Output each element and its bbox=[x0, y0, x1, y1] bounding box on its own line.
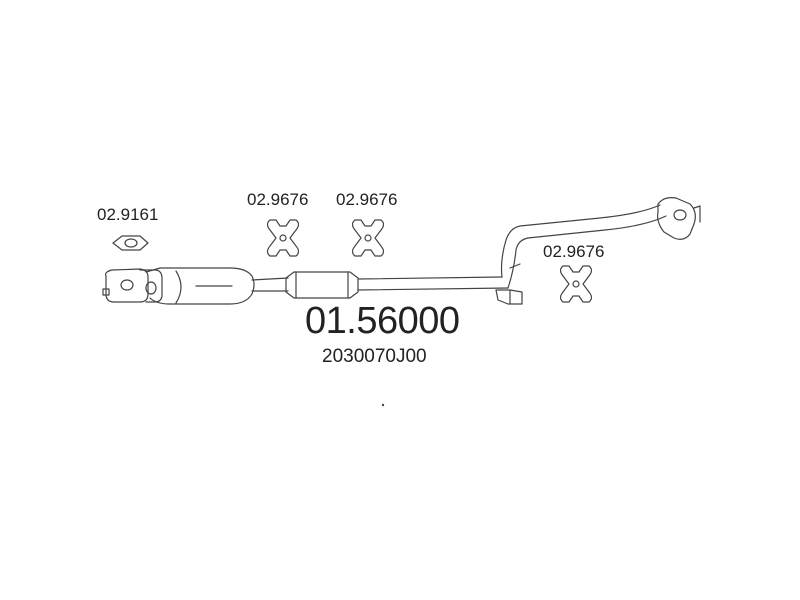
rubber-hanger-1 bbox=[266, 219, 300, 257]
tail-pipe bbox=[357, 204, 667, 291]
front-flange bbox=[105, 268, 163, 303]
rubber-hanger-2 bbox=[351, 219, 385, 257]
dot-mark bbox=[381, 403, 385, 407]
hanger-1-label: 02.9676 bbox=[247, 190, 309, 209]
oe-number: 2030070J00 bbox=[322, 346, 427, 367]
rear-flange bbox=[657, 197, 701, 240]
front-silencer bbox=[145, 267, 255, 305]
hanger-3-label: 02.9676 bbox=[543, 242, 605, 261]
gasket-part bbox=[112, 235, 149, 251]
hanger-2-label: 02.9676 bbox=[336, 190, 398, 209]
gasket-label: 02.9161 bbox=[97, 205, 159, 224]
part-number: 01.56000 bbox=[305, 300, 460, 342]
mid-pipe bbox=[251, 277, 289, 292]
rear-bracket bbox=[495, 289, 523, 305]
rubber-hanger-3 bbox=[559, 265, 593, 303]
resonator bbox=[285, 271, 359, 299]
